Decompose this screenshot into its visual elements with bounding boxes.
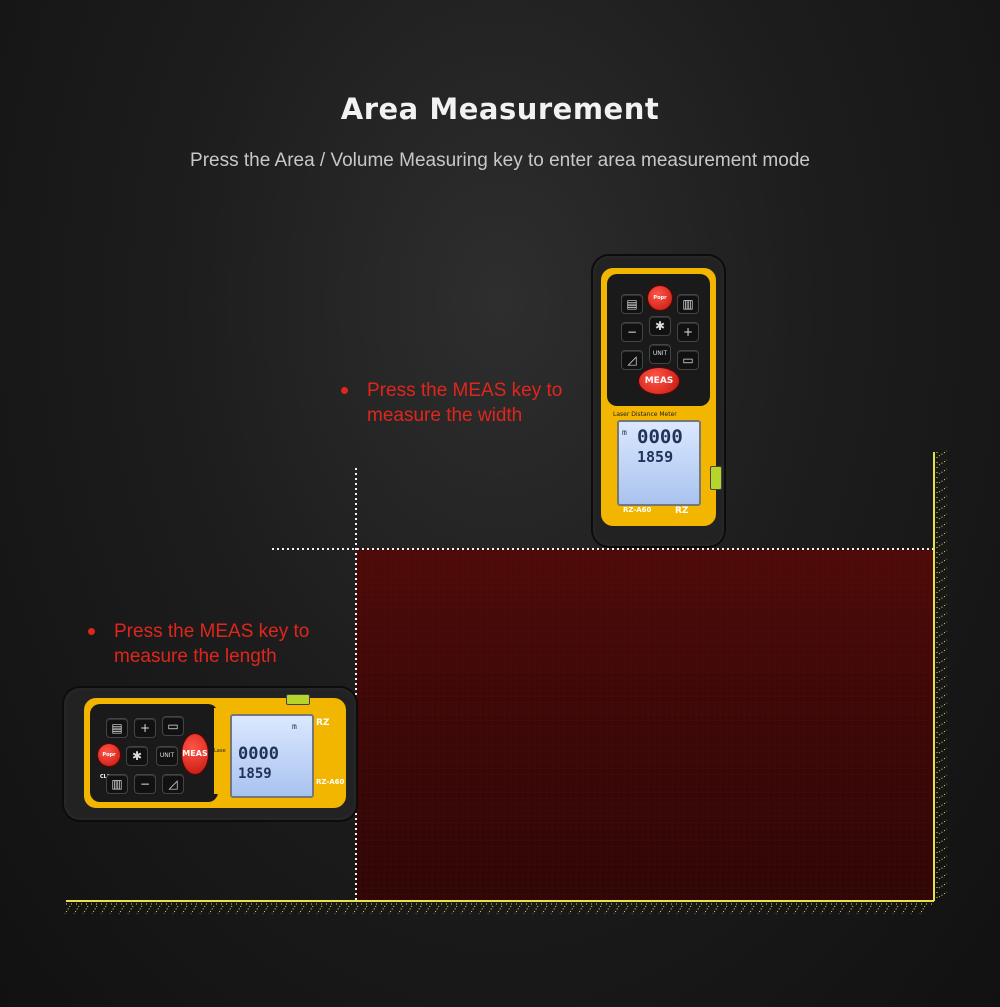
area-volume-key[interactable]: ▥ (677, 294, 699, 314)
meas-button[interactable]: MEAS (182, 734, 208, 774)
callout-width: Press the MEAS key to measure the width (341, 378, 563, 428)
minus-key[interactable]: − (621, 322, 643, 342)
lcd-display: 0000 1859 m (230, 714, 314, 798)
page-title: Area Measurement (340, 92, 660, 126)
laser-beam-icon (356, 549, 934, 901)
memory-key[interactable]: ▤ (106, 718, 128, 738)
plus-key[interactable]: + (134, 718, 156, 738)
lcd-reading-1: 0000 (637, 426, 683, 448)
vertical-rangefinder: ▤ Popr CLEAR ▥ − ✱ + ◿ UNIT ▭ MEAS Laser… (593, 256, 724, 546)
angle-key[interactable]: ◿ (621, 350, 643, 370)
wall-hatch-icon (933, 450, 948, 901)
page-subtitle: Press the Area / Volume Measuring key to… (190, 150, 810, 171)
angle-key[interactable]: ◿ (162, 774, 184, 794)
reference-key[interactable]: ▭ (677, 350, 699, 370)
meas-button[interactable]: MEAS (639, 368, 679, 394)
level-bubble (286, 694, 310, 705)
brand-logo: RZ (675, 506, 689, 516)
callout-length-line1: Press the MEAS key to (114, 621, 310, 642)
callout-width-line1: Press the MEAS key to (367, 380, 563, 401)
lcd-unit: m (292, 722, 297, 731)
lcd-unit: m (622, 428, 627, 437)
callout-width-line2: measure the width (367, 405, 523, 426)
callout-length: Press the MEAS key to measure the length (88, 619, 310, 669)
area-volume-key[interactable]: ▥ (106, 774, 128, 794)
light-key[interactable]: ✱ (649, 316, 671, 336)
clear-button[interactable]: Popr CLEAR (648, 286, 672, 325)
light-key[interactable]: ✱ (126, 746, 148, 766)
level-bubble (710, 466, 722, 490)
floor-hatch-icon (64, 900, 934, 915)
minus-key[interactable]: − (134, 774, 156, 794)
lcd-reading-2: 1859 (238, 766, 272, 782)
unit-key[interactable]: UNIT (156, 746, 178, 766)
horizontal-rangefinder: ▤ + ▭ Popr CLEAR ✱ UNIT ▥ − ◿ MEAS 0000 … (64, 688, 356, 820)
model-label: RZ-A60 (623, 506, 652, 514)
reference-key[interactable]: ▭ (162, 716, 184, 736)
callout-length-line2: measure the length (114, 646, 277, 667)
clear-button[interactable]: Popr CLEAR (98, 744, 120, 780)
plus-key[interactable]: + (677, 322, 699, 342)
memory-key[interactable]: ▤ (621, 294, 643, 314)
lcd-reading-1: 0000 (238, 744, 279, 764)
lcd-display: 0000 1859 m (617, 420, 701, 506)
lcd-reading-2: 1859 (637, 448, 674, 466)
bullet-dot-icon (341, 387, 348, 394)
bullet-dot-icon (88, 628, 95, 635)
unit-key[interactable]: UNIT (649, 344, 671, 364)
brand-logo: RZ (316, 718, 330, 728)
model-label: RZ-A60 (316, 778, 345, 786)
device-label-strip: Laser Distance Meter (214, 708, 226, 794)
device-label-strip: Laser Distance Meter (613, 409, 703, 421)
